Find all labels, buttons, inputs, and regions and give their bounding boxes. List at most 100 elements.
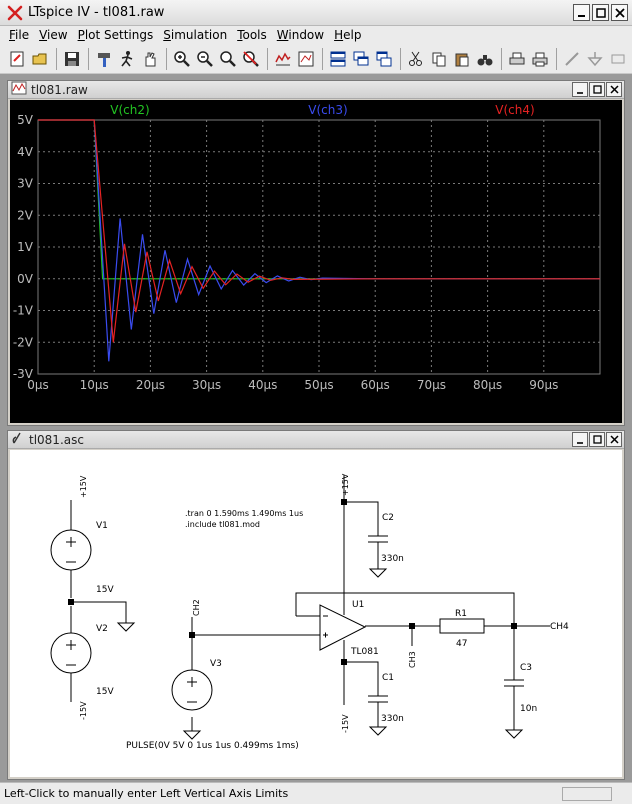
v3-source-symbol[interactable] xyxy=(171,669,213,711)
print-icon[interactable] xyxy=(529,48,551,70)
u1-label: U1 xyxy=(352,600,364,610)
c3-value: 10n xyxy=(520,704,537,714)
net-ch4-label[interactable]: CH4 xyxy=(550,622,569,632)
c1-label: C1 xyxy=(382,673,394,683)
c1-value: 330n xyxy=(381,714,404,724)
open-folder-icon[interactable] xyxy=(29,48,51,70)
y-tick-label[interactable]: 3V xyxy=(17,177,34,191)
pick-visible-traces-icon[interactable] xyxy=(295,48,317,70)
r1-label: R1 xyxy=(455,609,467,619)
schematic-minimize-button[interactable] xyxy=(572,432,588,447)
waveform-minimize-button[interactable] xyxy=(572,82,588,97)
waveform-maximize-button[interactable] xyxy=(589,82,605,97)
pan-hand-icon[interactable] xyxy=(139,48,161,70)
menu-tools[interactable]: Tools xyxy=(237,28,267,42)
menu-simulation[interactable]: Simulation xyxy=(163,28,228,42)
legend-vch3[interactable]: V(ch3) xyxy=(308,103,347,117)
y-tick-label[interactable]: -1V xyxy=(13,304,34,318)
maximize-button[interactable] xyxy=(592,4,609,21)
tile-vertical-icon[interactable] xyxy=(373,48,395,70)
y-tick-label[interactable]: 1V xyxy=(17,240,34,254)
autorange-icon[interactable] xyxy=(272,48,294,70)
trace-v-ch2 xyxy=(38,119,600,280)
y-tick-label[interactable]: -2V xyxy=(13,335,34,349)
tile-horizontal-icon[interactable] xyxy=(327,48,349,70)
v2-label: V2 xyxy=(96,624,108,634)
paste-icon[interactable] xyxy=(451,48,473,70)
x-tick-label[interactable]: 30µs xyxy=(192,378,221,392)
run-icon[interactable] xyxy=(116,48,138,70)
v2-source-symbol[interactable] xyxy=(50,632,92,674)
save-icon[interactable] xyxy=(61,48,83,70)
x-tick-label[interactable]: 90µs xyxy=(529,378,558,392)
schematic-icon xyxy=(11,431,25,448)
waveform-window-titlebar[interactable]: tl081.raw xyxy=(8,81,624,99)
v3-label: V3 xyxy=(210,659,222,669)
y-tick-label[interactable]: 4V xyxy=(17,145,34,159)
spice-directive-tran[interactable]: .tran 0 1.590ms 1.490ms 1us xyxy=(185,509,303,518)
control-panel-hammer-icon[interactable] xyxy=(93,48,115,70)
x-tick-label[interactable]: 40µs xyxy=(248,378,277,392)
v3-value: PULSE(0V 5V 0 1us 1us 0.499ms 1ms) xyxy=(126,741,299,751)
x-tick-label[interactable]: 0µs xyxy=(27,378,49,392)
zoom-in-icon[interactable] xyxy=(171,48,193,70)
find-binoculars-icon[interactable] xyxy=(474,48,496,70)
print-setup-icon[interactable] xyxy=(506,48,528,70)
v1-source-symbol[interactable] xyxy=(50,529,92,571)
spice-directive-include[interactable]: .include tl081.mod xyxy=(185,520,260,529)
trace-v-ch3 xyxy=(38,119,600,362)
waveform-close-button[interactable] xyxy=(606,82,622,97)
menu-help[interactable]: Help xyxy=(334,28,362,42)
title-bar: LTspice IV - tl081.raw xyxy=(0,0,632,26)
menu-file[interactable]: File xyxy=(9,28,30,42)
waveform-window-title: tl081.raw xyxy=(31,82,88,97)
status-panel xyxy=(562,787,612,801)
x-tick-label[interactable]: 10µs xyxy=(80,378,109,392)
y-tick-label[interactable]: 0V xyxy=(17,272,34,286)
menu-plot-settings[interactable]: Plot Settings xyxy=(77,28,154,42)
label-net-icon[interactable] xyxy=(607,48,629,70)
v1-value: 15V xyxy=(96,585,114,595)
y-tick-label[interactable]: 2V xyxy=(17,208,34,222)
minimize-button[interactable] xyxy=(573,4,590,21)
y-tick-label[interactable]: 5V xyxy=(17,113,34,127)
y-tick-label[interactable]: -3V xyxy=(13,367,34,381)
x-tick-label[interactable]: 70µs xyxy=(417,378,446,392)
schematic-window-titlebar[interactable]: tl081.asc xyxy=(8,431,624,449)
x-tick-label[interactable]: 80µs xyxy=(473,378,502,392)
zoom-out-icon[interactable] xyxy=(194,48,216,70)
wire-icon[interactable] xyxy=(561,48,583,70)
waveform-icon xyxy=(11,81,27,98)
x-tick-label[interactable]: 60µs xyxy=(361,378,390,392)
net-ch3-label[interactable]: CH3 xyxy=(408,651,417,668)
c3-label: C3 xyxy=(520,663,532,673)
r1-resistor-symbol[interactable] xyxy=(439,618,485,634)
new-schematic-icon[interactable] xyxy=(6,48,28,70)
u1-opamp-symbol[interactable] xyxy=(319,604,367,651)
x-tick-label[interactable]: 20µs xyxy=(136,378,165,392)
cut-scissors-icon[interactable] xyxy=(405,48,427,70)
zoom-fit-icon[interactable] xyxy=(217,48,239,70)
schematic-canvas[interactable]: .tran 0 1.590ms 1.490ms 1us .include tl0… xyxy=(10,450,622,777)
schematic-window-title: tl081.asc xyxy=(29,432,84,447)
ltspice-logo-icon xyxy=(5,3,25,23)
copy-icon[interactable] xyxy=(428,48,450,70)
legend-vch2[interactable]: V(ch2) xyxy=(110,103,149,117)
legend-vch4[interactable]: V(ch4) xyxy=(495,103,534,117)
window-title: LTspice IV - tl081.raw xyxy=(28,5,165,20)
ground-icon[interactable] xyxy=(584,48,606,70)
close-button[interactable] xyxy=(611,4,628,21)
zoom-cancel-icon[interactable] xyxy=(240,48,262,70)
menu-window[interactable]: Window xyxy=(276,28,325,42)
trace-v-ch4 xyxy=(38,119,600,343)
x-tick-label[interactable]: 50µs xyxy=(304,378,333,392)
menu-view[interactable]: View xyxy=(39,28,68,42)
net-ch2-label[interactable]: CH2 xyxy=(192,599,201,616)
schematic-close-button[interactable] xyxy=(606,432,622,447)
toolbar xyxy=(0,44,632,74)
cascade-icon[interactable] xyxy=(350,48,372,70)
schematic-maximize-button[interactable] xyxy=(589,432,605,447)
